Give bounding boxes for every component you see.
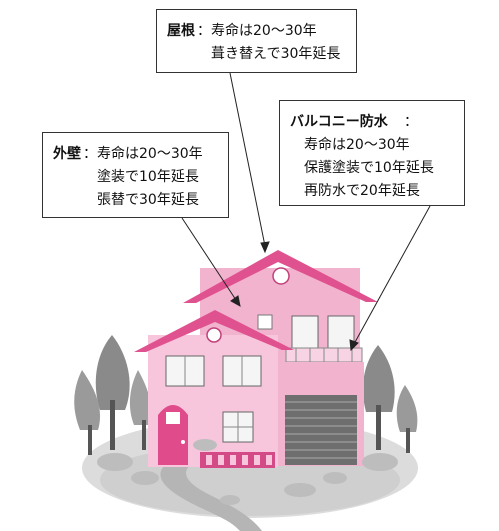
trees-left <box>74 335 152 455</box>
front-door <box>158 405 188 465</box>
roof-title: 屋根 <box>167 23 195 39</box>
roof-line-1: 寿命は20～30年 <box>211 23 317 39</box>
balcony-callout: バルコニー防水 ： 寿命は20～30年 保護塗装で10年延長 再防水で20年延長 <box>279 100 465 206</box>
garden-path <box>160 465 262 531</box>
attic-vent-upper <box>272 267 290 285</box>
garage-door <box>285 395 357 465</box>
balcony-title: バルコニー防水 <box>290 114 388 130</box>
roof-separator: ： <box>197 23 211 39</box>
upper-window-left <box>291 315 319 351</box>
leader-lines <box>181 72 431 352</box>
wall-callout: 外壁 ： 寿命は20～30年 塗装で10年延長 張替で30年延長 <box>42 132 229 218</box>
wall-separator: ： <box>83 146 97 162</box>
upper-roof <box>183 250 378 303</box>
balcony-line-3: 再防水で20年延長 <box>304 183 420 199</box>
roof-line-2: 葺き替えで30年延長 <box>211 46 341 62</box>
upper-window-small <box>257 314 273 330</box>
balcony-line-1: 寿命は20～30年 <box>304 137 410 153</box>
trees-right <box>362 345 418 453</box>
front-roof <box>134 310 294 352</box>
balcony-separator: ： <box>404 114 418 130</box>
wall-title: 外壁 <box>53 146 81 162</box>
attic-vent-front <box>206 327 222 343</box>
wall-line-2: 塗装で10年延長 <box>97 169 199 185</box>
balcony-line-2: 保護塗装で10年延長 <box>304 160 434 176</box>
wall-line-1: 寿命は20～30年 <box>97 146 203 162</box>
wall-line-3: 張替で30年延長 <box>97 192 199 208</box>
roof-callout: 屋根 ： 寿命は20～30年 葺き替えで30年延長 <box>156 9 357 73</box>
shrubs <box>97 439 398 505</box>
